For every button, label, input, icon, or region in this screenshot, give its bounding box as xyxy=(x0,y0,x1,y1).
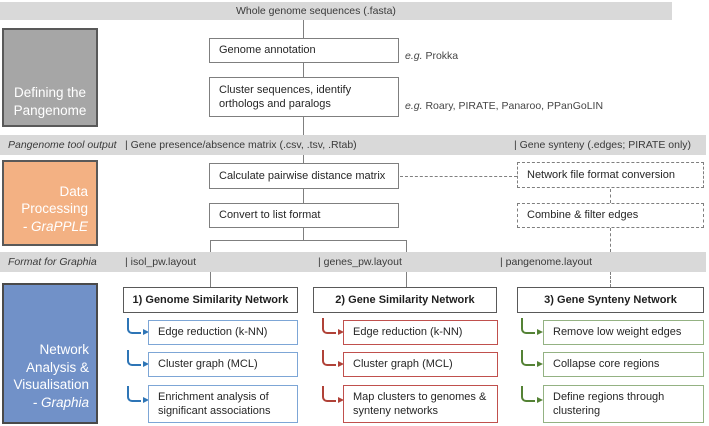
genome-annotation-box: Genome annotation xyxy=(209,38,399,63)
stage-defining-line1: Defining the xyxy=(13,85,87,101)
cluster-tools-list: Roary, PIRATE, Panaroo, PPanGoLIN xyxy=(425,100,604,112)
arrow-col2-step3-icon xyxy=(322,386,344,403)
arrow-col2-step2-icon xyxy=(322,350,344,367)
genome-annotation-label: Genome annotation xyxy=(219,44,316,57)
col2-step-map-clusters: Map clusters to genomes & synteny networ… xyxy=(343,385,498,423)
tool-output-matrix-segment: | Gene presence/absence matrix (.csv, .t… xyxy=(125,139,357,151)
stage-network-analysis: Network Analysis & Visualisation - Graph… xyxy=(2,283,98,424)
col1-step-edge-reduction: Edge reduction (k-NN) xyxy=(148,320,298,345)
connector-netconv-to-combine-dashed xyxy=(610,189,611,203)
header-gene-similarity-network: 2) Gene Similarity Network xyxy=(313,287,497,313)
annotation-eg-prefix: e.g. xyxy=(405,50,423,62)
connector-bar-to-header2 xyxy=(406,272,407,287)
stage-network-line1: Network xyxy=(39,341,89,357)
convert-list-format-box: Convert to list format xyxy=(209,203,399,228)
tool-output-bar: Pangenome tool output | Gene presence/ab… xyxy=(0,135,706,155)
tool-output-bar-label: Pangenome tool output xyxy=(8,139,117,151)
col1-step2-label: Cluster graph (MCL) xyxy=(158,358,258,371)
stage-network-line2: Analysis & xyxy=(25,359,89,375)
header3-label: 3) Gene Synteny Network xyxy=(544,294,677,306)
cluster-sequences-label: Cluster sequences, identify orthologs an… xyxy=(219,83,352,110)
col3-step-collapse-core: Collapse core regions xyxy=(543,352,704,377)
connector-cluster-to-output-bar xyxy=(303,117,304,135)
connector-annotation-to-cluster xyxy=(303,63,304,77)
col1-step3-label: Enrichment analysis of significant assoc… xyxy=(158,390,271,417)
connector-bar-to-calc xyxy=(303,155,304,163)
graphia-format-bar: Format for Graphia | isol_pw.layout | ge… xyxy=(0,252,706,272)
stage-processing-line1: Data xyxy=(59,183,88,199)
connector-split-right-down xyxy=(406,240,407,252)
col2-step2-label: Cluster graph (MCL) xyxy=(353,358,453,371)
header-gene-synteny-network: 3) Gene Synteny Network xyxy=(517,287,704,313)
arrow-col1-step1-icon xyxy=(127,318,149,335)
col3-step3-label: Define regions through clustering xyxy=(553,390,665,417)
stage-network-line3: Visualisation xyxy=(13,377,89,393)
graphia-format-bar-label: Format for Graphia xyxy=(8,256,97,268)
col1-step-enrichment: Enrichment analysis of significant assoc… xyxy=(148,385,298,423)
arrow-col2-step1-icon xyxy=(322,318,344,335)
input-bar-label: Whole genome sequences (.fasta) xyxy=(236,5,396,17)
col2-step1-label: Edge reduction (k-NN) xyxy=(353,326,463,339)
arrow-col1-step3-icon xyxy=(127,386,149,403)
header2-label: 2) Gene Similarity Network xyxy=(335,294,475,306)
col1-step1-label: Edge reduction (k-NN) xyxy=(158,326,268,339)
input-bar: Whole genome sequences (.fasta) xyxy=(0,2,672,20)
connector-split-horizontal xyxy=(210,240,407,241)
arrow-col3-step2-icon xyxy=(521,350,543,367)
col2-step-edge-reduction: Edge reduction (k-NN) xyxy=(343,320,498,345)
col3-step1-label: Remove low weight edges xyxy=(553,326,682,339)
calc-distance-matrix-box: Calculate pairwise distance matrix xyxy=(209,163,399,189)
col2-step-cluster-graph: Cluster graph (MCL) xyxy=(343,352,498,377)
connector-bar-to-header3-dashed xyxy=(610,272,611,287)
connector-split-left-down xyxy=(210,240,211,252)
combine-filter-edges-label: Combine & filter edges xyxy=(527,209,639,222)
arrow-col1-step2-icon xyxy=(127,350,149,367)
network-file-conversion-box: Network file format conversion xyxy=(517,162,704,188)
combine-filter-edges-box: Combine & filter edges xyxy=(517,203,704,228)
cluster-sequences-box: Cluster sequences, identify orthologs an… xyxy=(209,77,399,117)
header1-label: 1) Genome Similarity Network xyxy=(132,294,289,306)
col3-step2-label: Collapse core regions xyxy=(553,358,660,371)
cluster-eg-prefix: e.g. xyxy=(405,100,423,112)
convert-list-format-label: Convert to list format xyxy=(219,209,321,222)
connector-combine-to-bar-dashed xyxy=(610,228,611,252)
stage-defining-line2: Pangenome xyxy=(13,103,87,119)
connector-bar-to-header1 xyxy=(210,272,211,287)
header-genome-similarity-network: 1) Genome Similarity Network xyxy=(123,287,298,313)
annotation-tools-list: Prokka xyxy=(425,50,459,62)
cluster-tools-note: e.g. Roary, PIRATE, Panaroo, PPanGoLIN xyxy=(405,100,603,112)
col1-step-cluster-graph: Cluster graph (MCL) xyxy=(148,352,298,377)
connector-convert-down xyxy=(303,228,304,240)
calc-distance-matrix-label: Calculate pairwise distance matrix xyxy=(219,169,386,182)
arrow-col3-step1-icon xyxy=(521,318,543,335)
stage-processing-line3: - GraPPLE xyxy=(22,219,88,235)
stage-processing-line2: Processing xyxy=(21,201,88,217)
col3-step-remove-edges: Remove low weight edges xyxy=(543,320,704,345)
format-pangenome-segment: | pangenome.layout xyxy=(500,256,593,268)
arrow-col3-step3-icon xyxy=(521,386,543,403)
format-genes-segment: | genes_pw.layout xyxy=(318,256,402,268)
col2-step3-label: Map clusters to genomes & synteny networ… xyxy=(353,390,487,417)
network-file-conversion-label: Network file format conversion xyxy=(527,168,675,181)
stage-defining-pangenome: Defining the Pangenome xyxy=(2,28,98,127)
connector-input-to-annotation xyxy=(303,20,304,38)
tool-output-synteny-segment: | Gene synteny (.edges; PIRATE only) xyxy=(514,139,692,151)
connector-calc-to-netconv-dashed xyxy=(400,176,517,177)
stage-data-processing: Data Processing - GraPPLE xyxy=(2,160,98,246)
connector-calc-to-convert xyxy=(303,189,304,203)
annotation-tools-note: e.g. Prokka xyxy=(405,50,458,62)
col3-step-define-regions: Define regions through clustering xyxy=(543,385,704,423)
format-isol-segment: | isol_pw.layout xyxy=(125,256,197,268)
stage-network-line4: - Graphia xyxy=(32,395,89,411)
